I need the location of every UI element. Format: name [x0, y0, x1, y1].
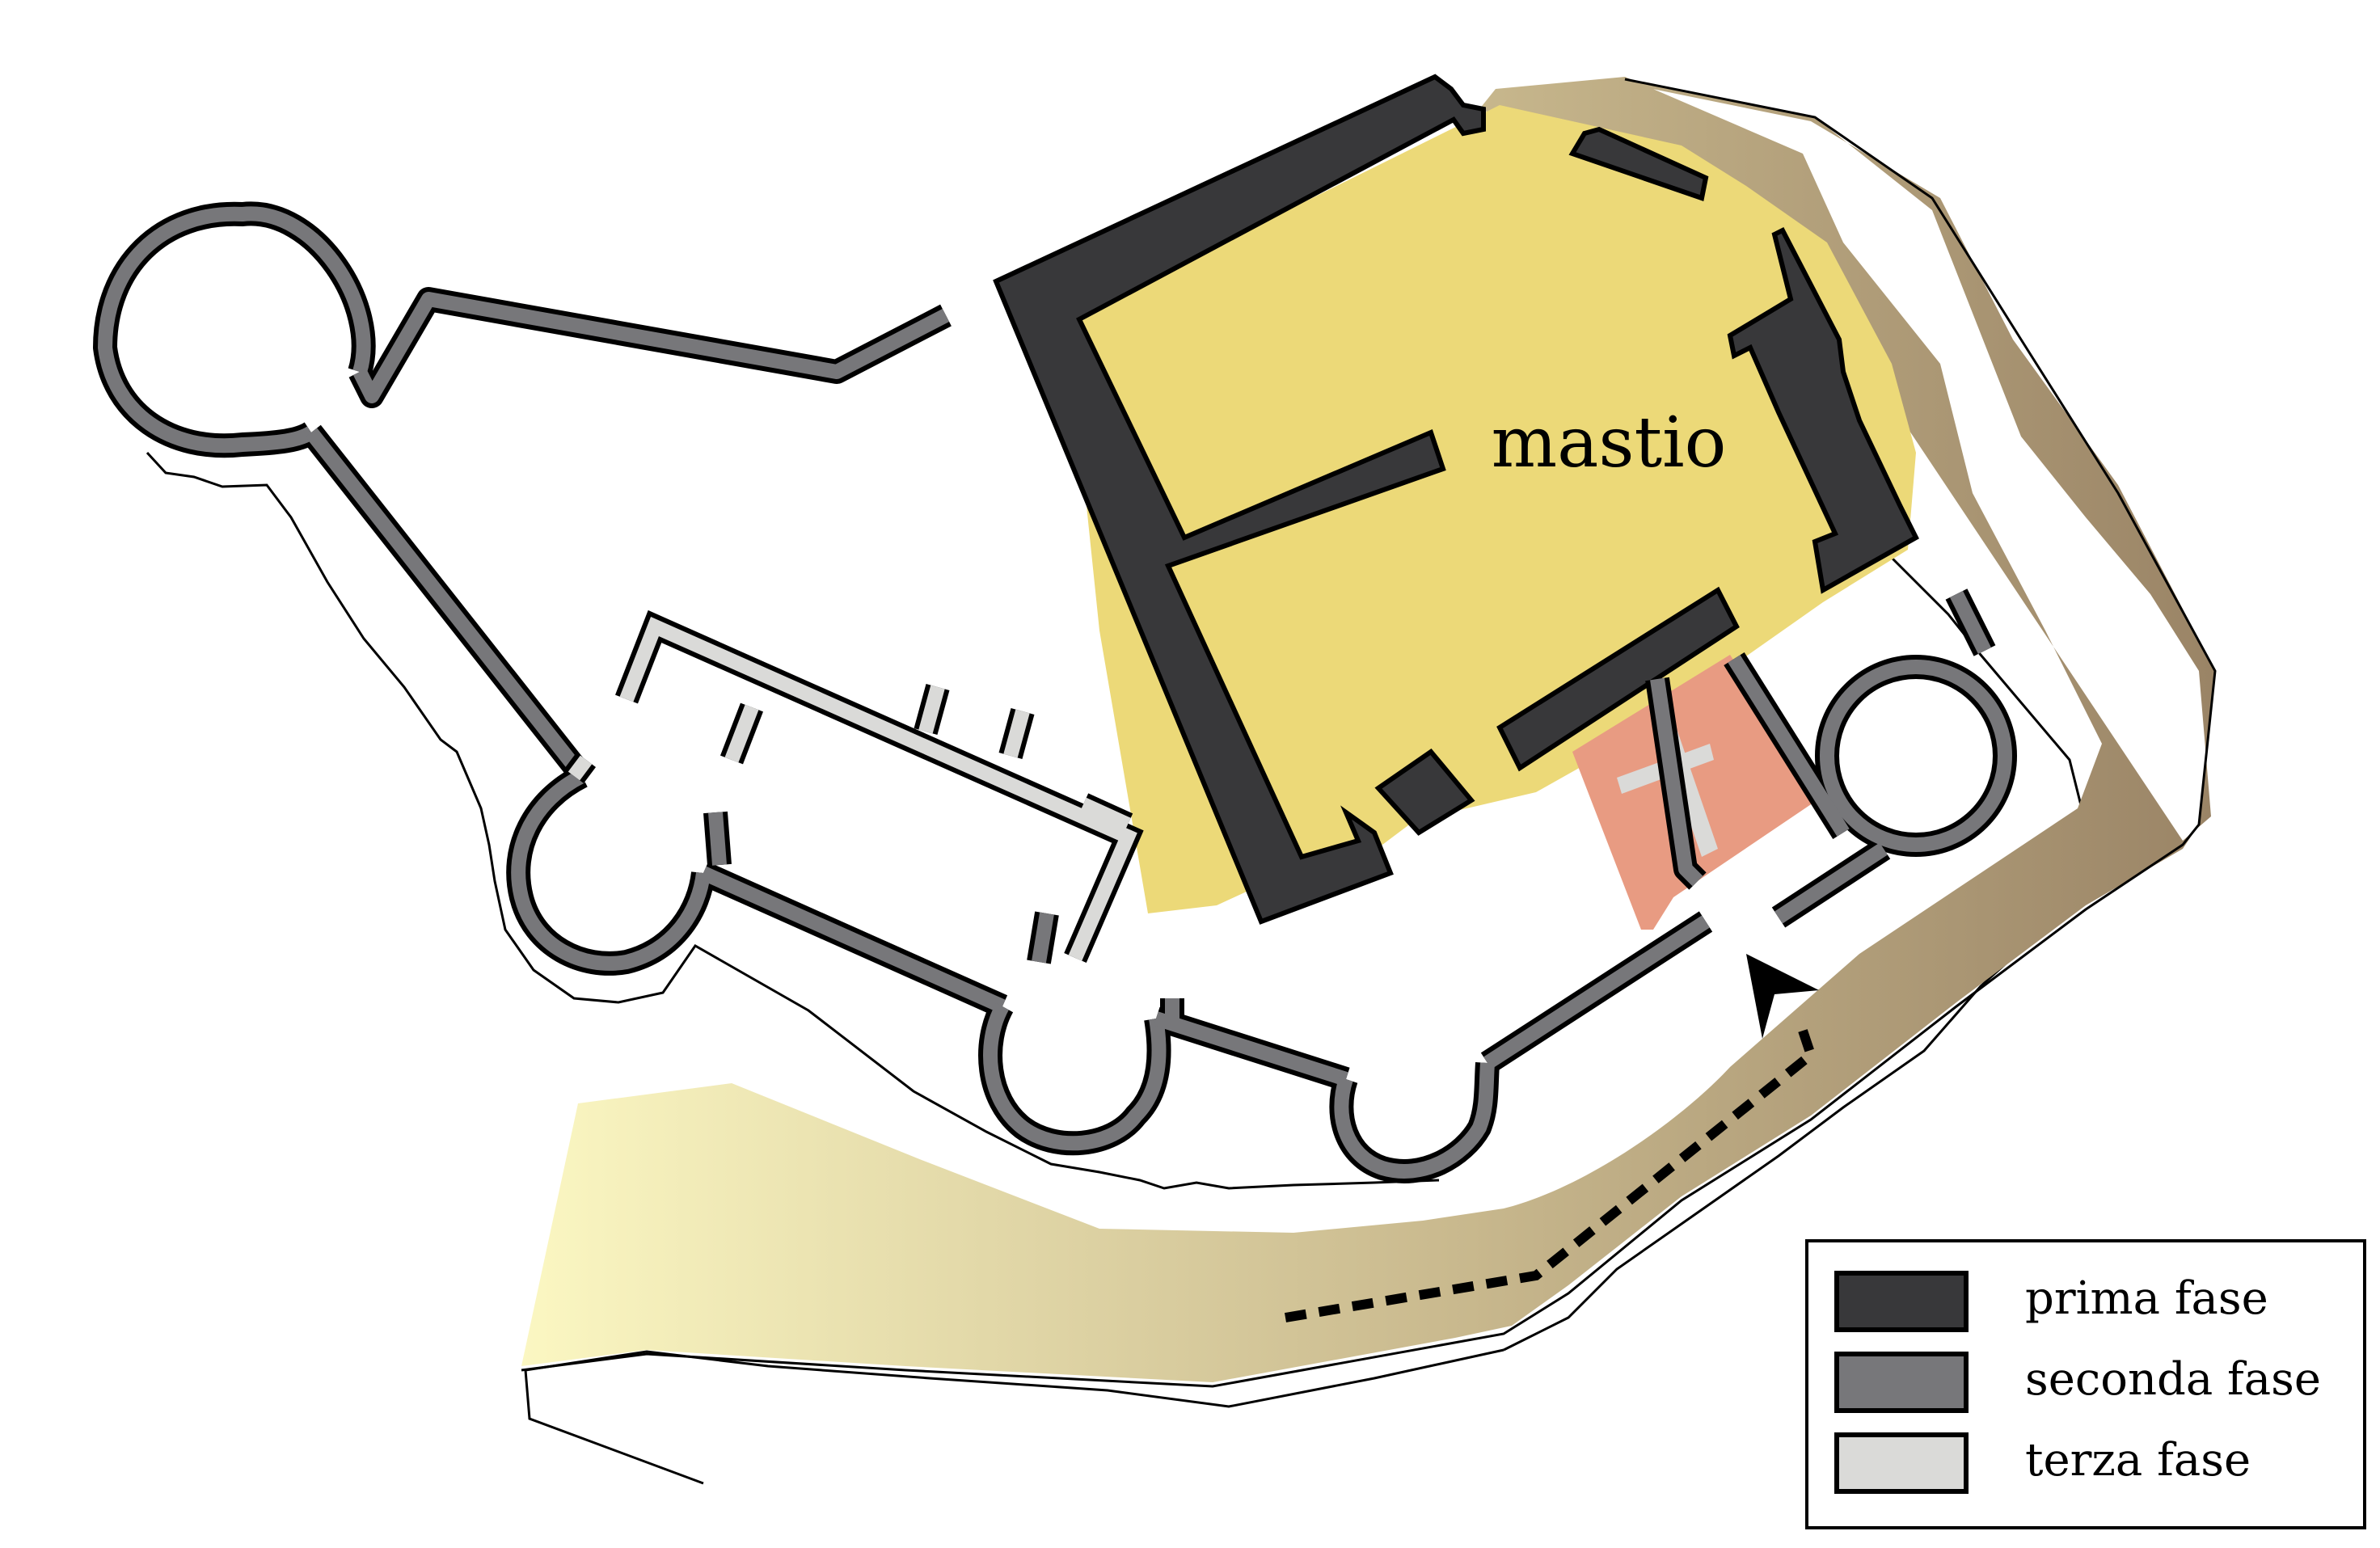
legend-swatch	[1834, 1352, 1969, 1413]
phase-3-walls-fill	[568, 616, 1137, 961]
phase-2-walls-fill	[98, 206, 2012, 1179]
phase-1-walls	[993, 74, 1919, 925]
legend: prima fase seconda fase terza fase	[1805, 1239, 2366, 1529]
arrow-icon	[1746, 954, 1819, 1039]
legend-swatch	[1834, 1432, 1969, 1494]
legend-label: seconda fase	[2025, 1353, 2321, 1406]
entrance-route	[1285, 1017, 1817, 1322]
legend-label: prima fase	[2025, 1272, 2268, 1325]
terrain-outline	[146, 451, 2095, 1485]
keep-label: mastio	[1492, 403, 1727, 483]
access-road	[521, 77, 2215, 1382]
keep-courtyard	[1067, 105, 1916, 913]
access-road-edge	[521, 78, 2217, 1388]
legend-swatch	[1834, 1271, 1969, 1332]
legend-label: terza fase	[2025, 1434, 2251, 1487]
